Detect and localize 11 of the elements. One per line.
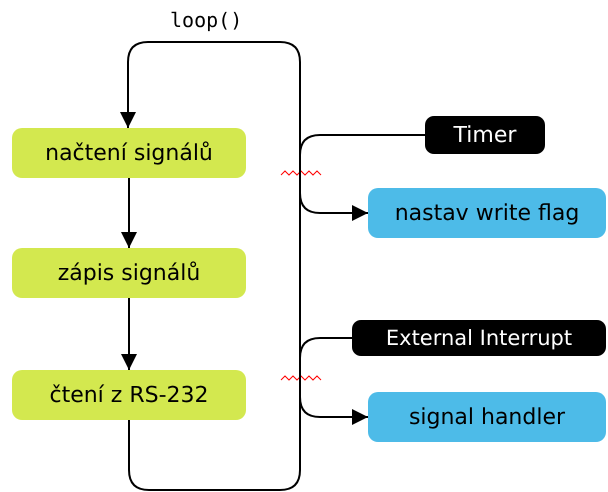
arrow	[299, 337, 368, 425]
arrow	[121, 178, 137, 248]
arrow	[121, 298, 137, 370]
process-box: načtení signálů	[12, 128, 246, 178]
handler-box: signal handler	[368, 392, 606, 442]
process-box: zápis signálů	[12, 248, 246, 298]
event-box: Timer	[425, 116, 545, 154]
event-box: External Interrupt	[352, 320, 606, 356]
handler-box: nastav write flag	[368, 188, 606, 238]
arrow	[299, 134, 425, 221]
process-box: čtení z RS-232	[12, 370, 246, 420]
